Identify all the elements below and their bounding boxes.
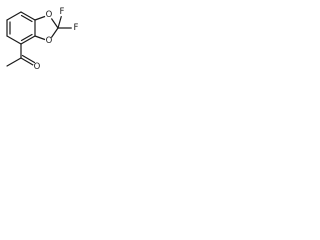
molecule-drawing: O O F F O [6, 7, 81, 72]
atom-oxygen-carbonyl: O [34, 62, 41, 72]
bond-carbonyl-double-1 [20, 57, 34, 66]
structure-diagram: O O F F O [0, 0, 84, 75]
atom-fluorine-top: F [60, 7, 65, 17]
bond-ring-4 [6, 35, 22, 45]
bond-ring-3 [20, 35, 36, 45]
bond-ring-double-2 [20, 33, 33, 42]
bond-ring-1 [20, 11, 36, 21]
bond-ring-double-1 [20, 14, 33, 23]
bond-c-f-top [57, 13, 63, 29]
bond-carbonyl-methyl [6, 57, 22, 67]
bond-carbonyl-double-2 [21, 54, 36, 64]
atom-fluorine-right: F [74, 23, 79, 33]
atom-oxygen-lower: O [46, 36, 53, 46]
bond-ring-6 [6, 11, 22, 21]
atom-oxygen-upper: O [46, 10, 53, 20]
